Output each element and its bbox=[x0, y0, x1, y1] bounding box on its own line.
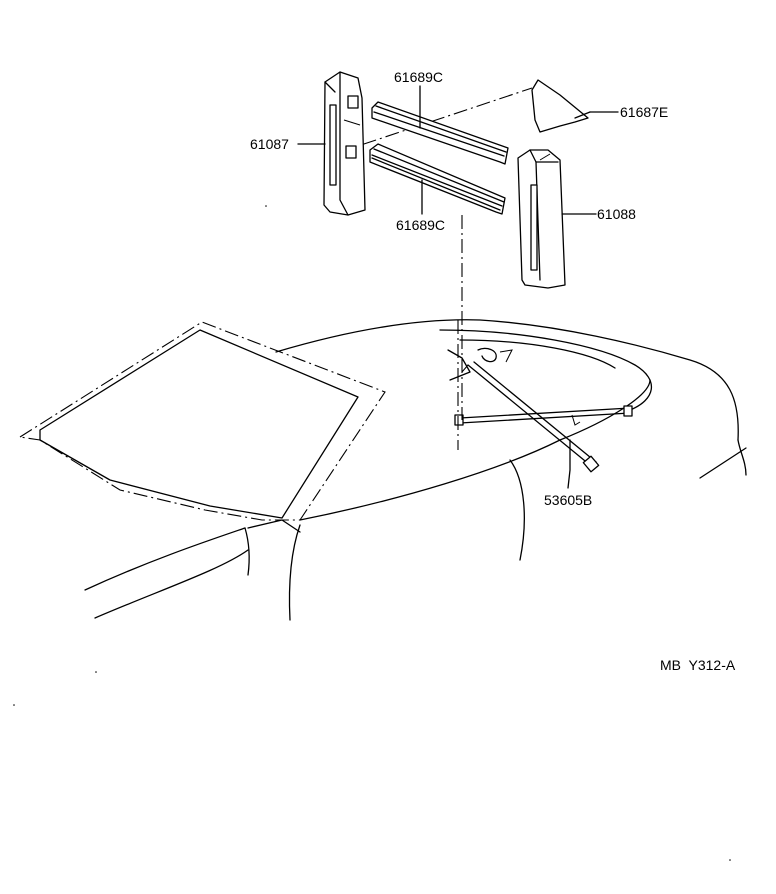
callout-61689C-bottom: 61689C bbox=[396, 217, 445, 233]
callout-61689C-top: 61689C bbox=[394, 69, 443, 85]
speck bbox=[95, 671, 97, 673]
car-body bbox=[18, 319, 747, 621]
callout-61087: 61087 bbox=[250, 136, 289, 152]
speck bbox=[265, 205, 267, 207]
part-61088-right-pillar bbox=[517, 149, 566, 289]
diagram-code: MB Y312-A bbox=[660, 657, 736, 673]
part-61689C-upper-rail bbox=[371, 101, 509, 165]
part-61687E-trim-piece bbox=[531, 79, 589, 133]
assembly-guides bbox=[339, 87, 533, 450]
callout-53605B: 53605B bbox=[544, 492, 592, 508]
callout-61088: 61088 bbox=[597, 206, 636, 222]
part-61087-left-pillar bbox=[323, 71, 366, 216]
roof-stay-assembly bbox=[454, 361, 633, 473]
speck bbox=[729, 859, 731, 861]
part-61689C-lower-rail bbox=[369, 143, 506, 215]
callout-61687E: 61687E bbox=[620, 104, 668, 120]
leader-lines bbox=[297, 85, 619, 489]
speck bbox=[13, 704, 15, 706]
